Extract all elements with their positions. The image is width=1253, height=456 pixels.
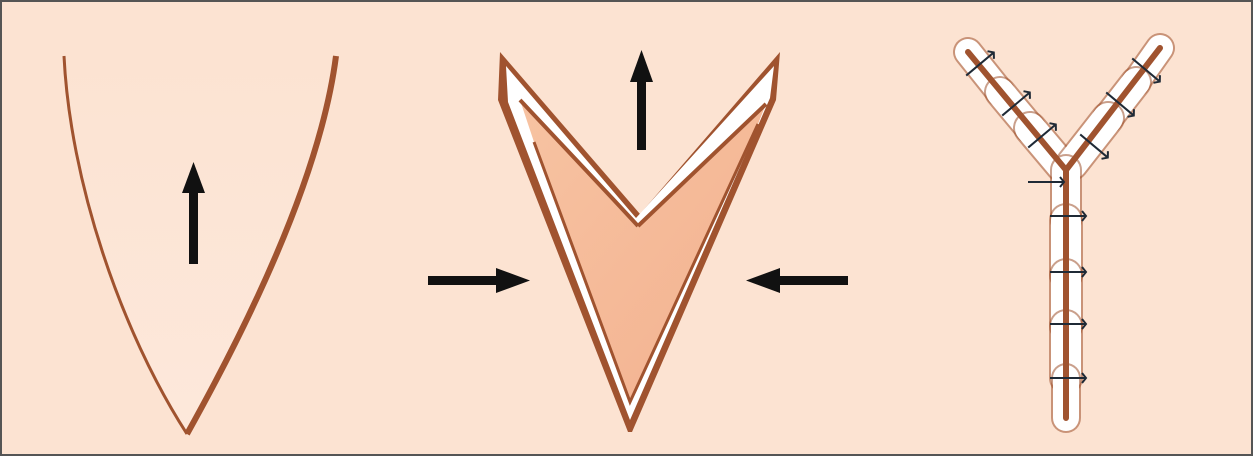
diagram-canvas (0, 0, 1253, 456)
diagram-svg (0, 0, 1253, 456)
